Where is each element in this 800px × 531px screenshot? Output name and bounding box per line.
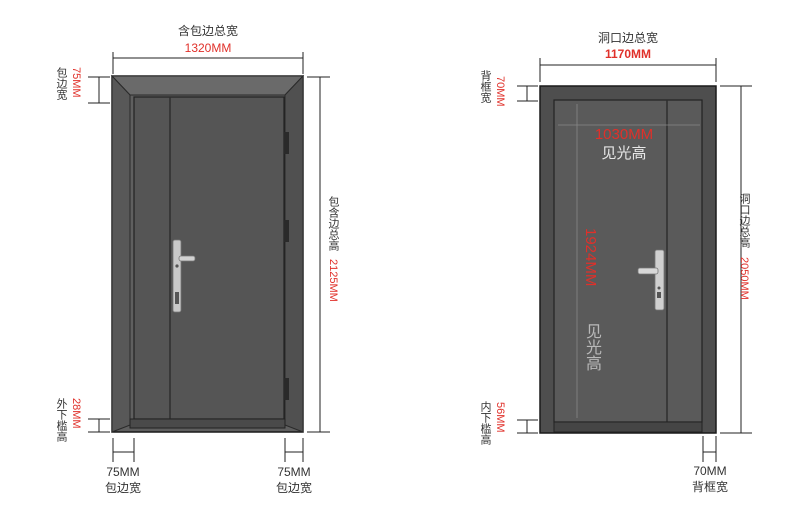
right-bottom-right-label: 背框宽 [691, 480, 729, 494]
left-trim-width-top-value: 75MM [70, 67, 82, 98]
right-clear-height-value: 1924MM [582, 228, 599, 287]
right-dimension-lines [517, 58, 752, 462]
left-trim-width-top-label: 包边宽 [55, 67, 67, 100]
left-sill-value: 28MM [70, 398, 82, 429]
right-door-handle [637, 249, 665, 311]
right-frame-width-top-value: 70MM [494, 76, 506, 107]
right-door-leaf [553, 99, 703, 423]
right-clear-width-value: 1030MM [594, 126, 654, 143]
left-bottom-right-label: 包边宽 [275, 481, 313, 495]
left-door-handle [172, 239, 196, 313]
left-total-width-value: 1320MM [184, 41, 232, 55]
right-total-height-label: 洞口边总高 [738, 193, 750, 248]
left-dimension-lines [88, 52, 330, 462]
left-door-hinge-bottom [284, 378, 289, 400]
left-total-height-label: 包含边总高 [327, 196, 339, 251]
left-sill-label: 外下槛高 [55, 398, 67, 442]
right-sill-value: 56MM [494, 402, 506, 433]
right-clear-height-label: 见光高 [583, 323, 600, 371]
left-total-width-title: 含包边总宽 [177, 24, 239, 38]
left-door-trim-left-bevel [111, 74, 131, 433]
right-door-sill [553, 421, 703, 433]
left-door-sill [129, 418, 286, 429]
left-door-hinge-top [284, 132, 289, 154]
right-total-width-value: 1170MM [604, 47, 652, 61]
right-sill-label: 内下槛高 [479, 401, 491, 445]
right-clear-width-label: 见光高 [601, 145, 647, 162]
left-bottom-right-value: 75MM [277, 465, 311, 479]
right-total-height-value: 2050MM [738, 257, 750, 300]
left-door-hinge-middle [284, 220, 289, 242]
left-door-trim-top-bevel [110, 75, 305, 96]
right-bottom-right-value: 70MM [693, 464, 727, 478]
right-frame-width-top-label: 背框宽 [479, 70, 491, 103]
left-total-height-value: 2125MM [327, 259, 339, 302]
left-bottom-left-label: 包边宽 [104, 481, 142, 495]
left-door-leaf [133, 96, 285, 420]
left-door [110, 74, 305, 433]
right-total-width-title: 洞口边总宽 [597, 31, 659, 45]
left-bottom-left-value: 75MM [106, 465, 140, 479]
right-door [539, 85, 717, 434]
